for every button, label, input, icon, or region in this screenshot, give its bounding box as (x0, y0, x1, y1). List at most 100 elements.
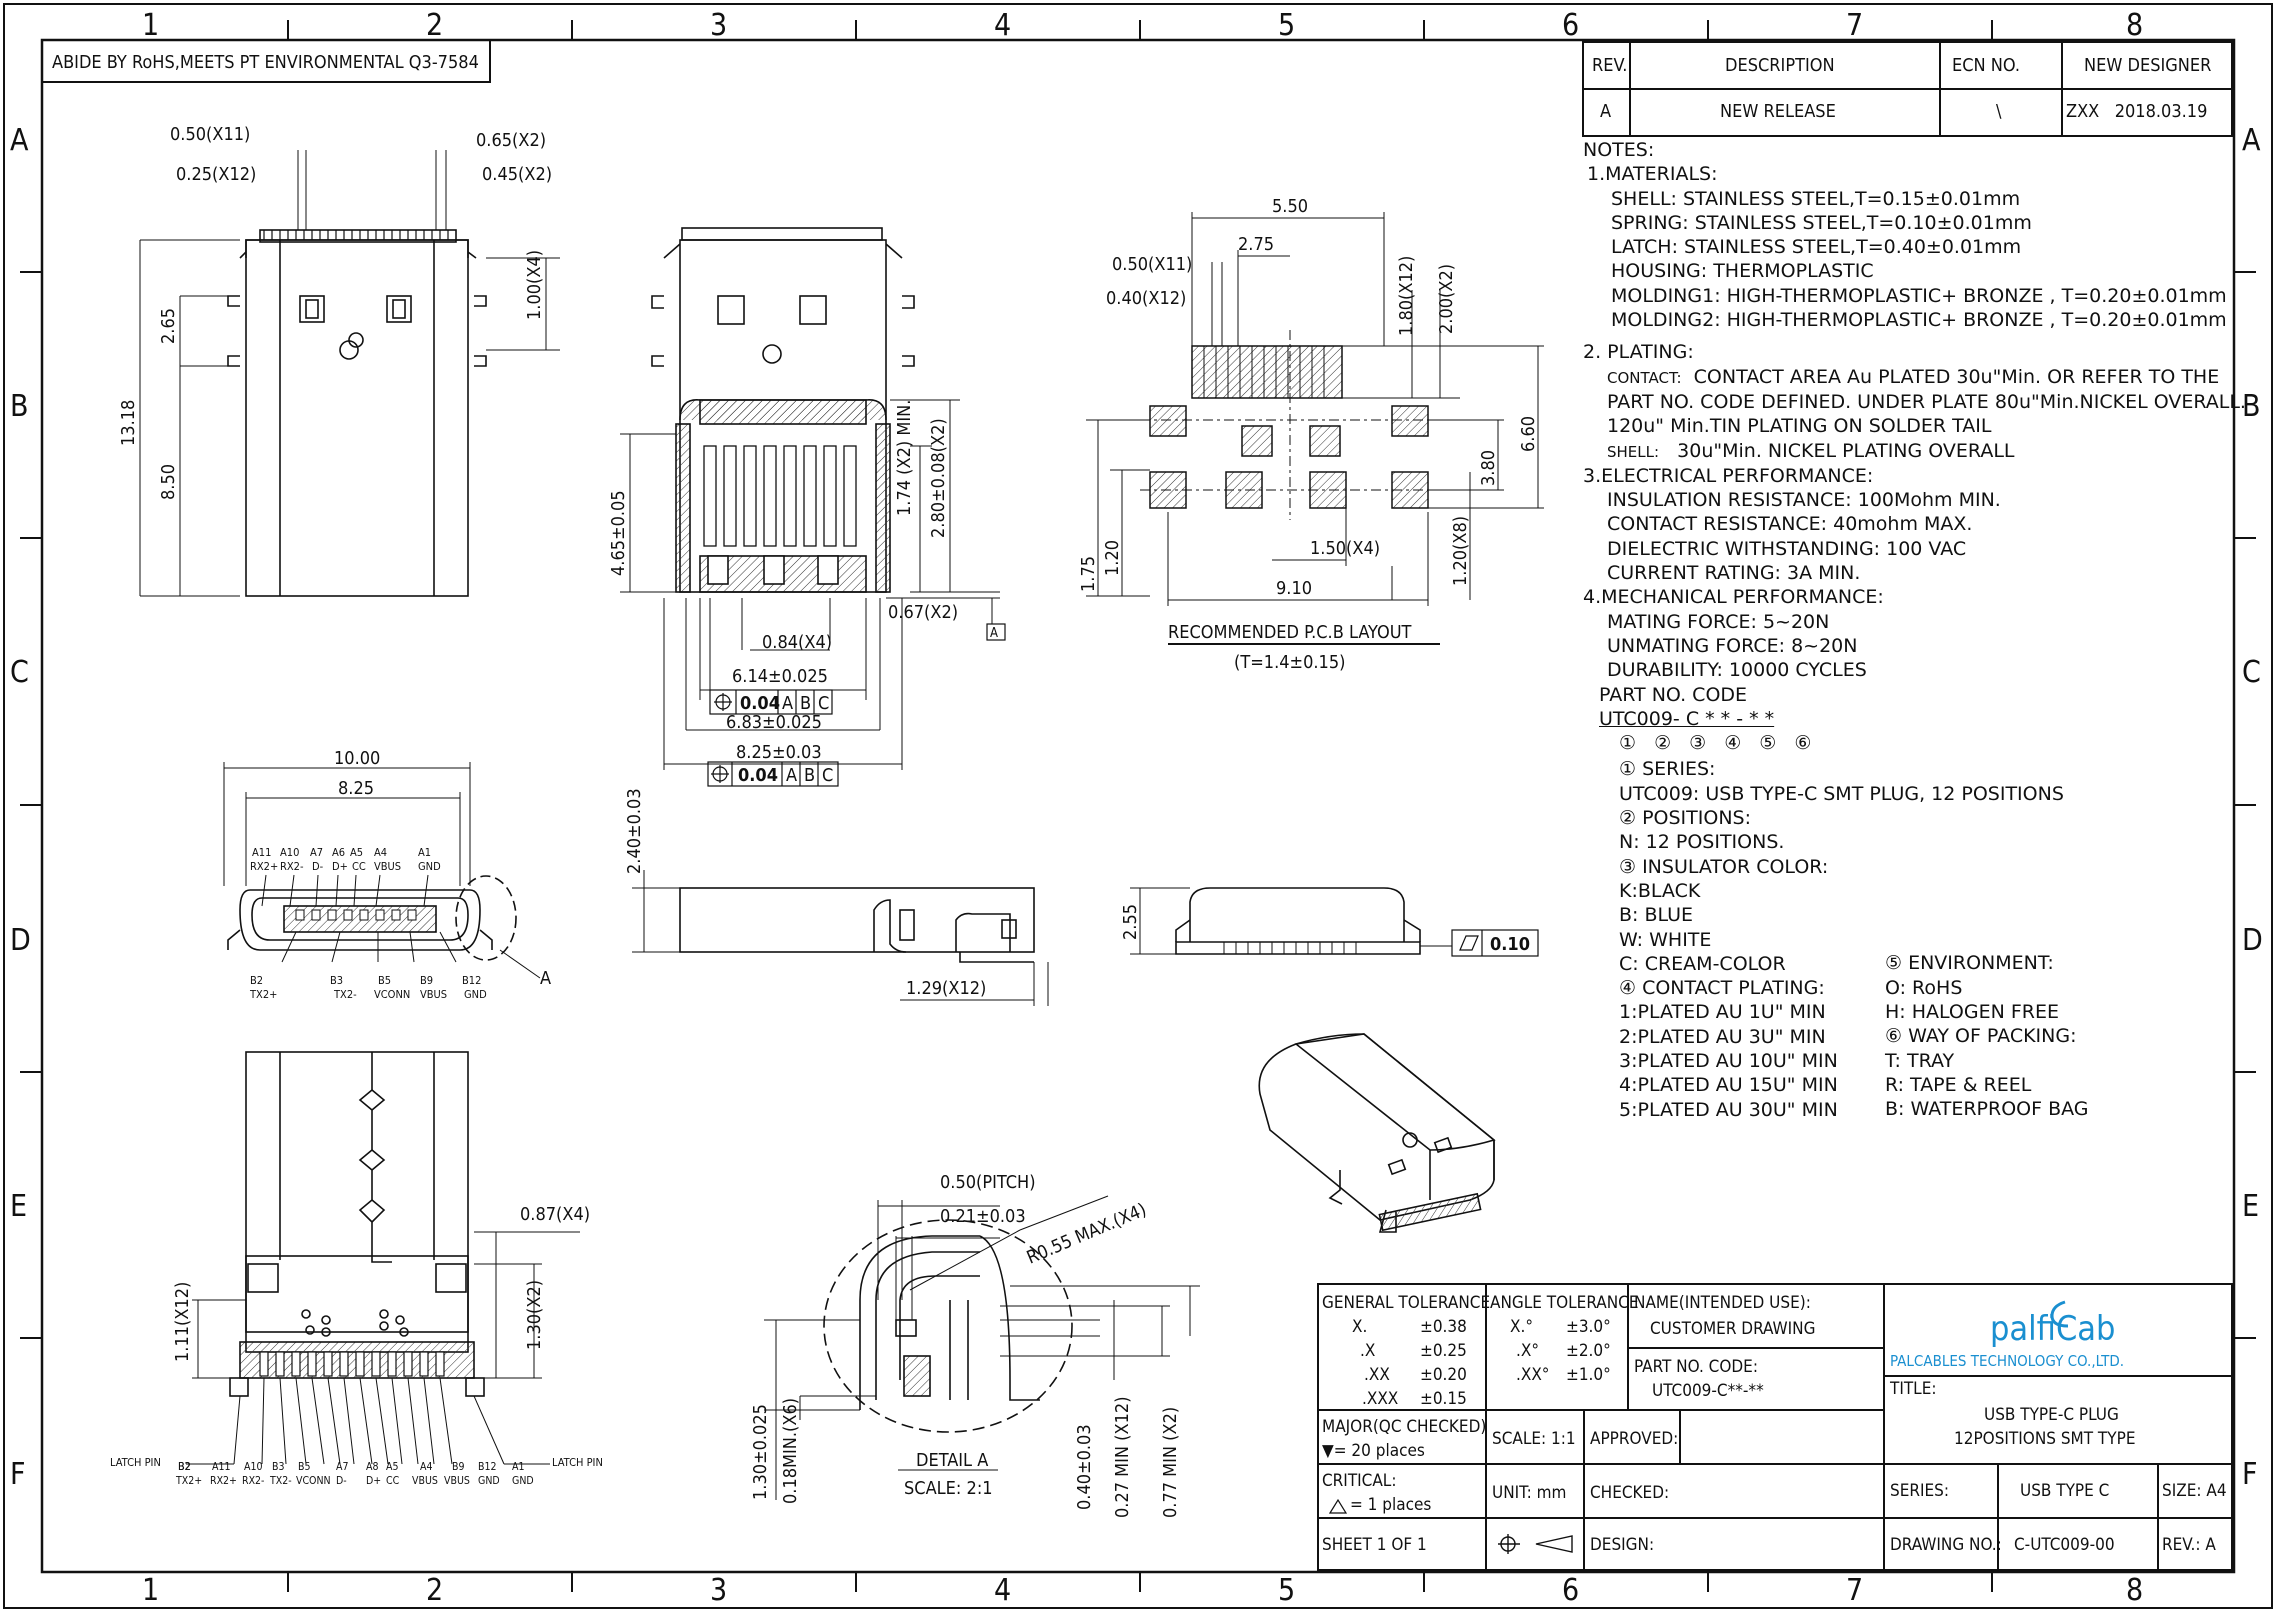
zone-col-2: 2 (426, 8, 443, 43)
pcb-layout (1140, 330, 1450, 520)
plating-contact-text: CONTACT AREA Au PLATED 30u"Min. OR REFER… (1693, 365, 2220, 388)
drawing-no-value: C-UTC009-00 (2014, 1535, 2115, 1555)
bottom-sig-vbus1: VBUS (412, 1475, 438, 1487)
bottom-sig-rx2p: RX2+ (210, 1475, 237, 1487)
bottom-sig-gnd2: GND (512, 1475, 534, 1487)
plating-line: 120u" Min.TIN PLATING ON SOLDER TAIL (1607, 415, 1992, 438)
bottom-pin-b3: B3 (272, 1461, 285, 1473)
bottom-sig-rx2n: RX2- (242, 1475, 264, 1487)
part-label: PART NO. CODE: (1634, 1357, 1758, 1377)
electrical-line: CONTACT RESISTANCE: 40mohm MAX. (1607, 513, 1973, 536)
option-line: 3:PLATED AU 10U" MIN (1619, 1049, 1838, 1072)
side-view (679, 887, 1035, 963)
dim-cut-0-67: 0.67(X2) (888, 602, 958, 623)
option-line: H: HALOGEN FREE (1885, 1001, 2059, 1024)
zone-col-4-bottom: 4 (994, 1573, 1011, 1608)
bottom-sig-dp: D+ (366, 1475, 381, 1487)
front-sig-cc: CC (352, 860, 366, 873)
pcb-layout-title: RECOMMENDED P.C.B LAYOUT (1168, 622, 1412, 643)
bottom-pin-a10: A10 (244, 1461, 262, 1473)
part-value: UTC009-C**-** (1652, 1381, 1764, 1401)
plating-contact-line: CONTACT: CONTACT AREA Au PLATED 30u"Min.… (1583, 365, 2233, 390)
front-pin-b3: B3 (330, 974, 343, 987)
front-sig-dp: D+ (332, 860, 348, 873)
dim-detail-0-77: 0.77 MIN (X2) (1160, 1407, 1181, 1518)
detail-scale: SCALE: 2:1 (904, 1478, 993, 1499)
option-line: 2:PLATED AU 3U" MIN (1619, 1025, 1826, 1048)
dim-detail-0-21: 0.21±0.03 (940, 1206, 1026, 1227)
design-label: DESIGN: (1590, 1535, 1654, 1555)
isometric-view (1258, 1033, 1496, 1233)
zone-col-4: 4 (994, 8, 1011, 43)
fcf2-tolerance: 0.04 (738, 765, 778, 786)
plating-heading: 2. PLATING: (1583, 341, 1694, 364)
latch-pin-left: LATCH PIN (110, 1456, 161, 1469)
front-pin-b9: B9 (420, 974, 433, 987)
fcf2-datum-c: C (822, 765, 833, 786)
notes-block: NOTES: 1.MATERIALS: SHELL: STAINLESS STE… (1583, 138, 2246, 1122)
dim-pcb-1-75: 1.75 (1078, 556, 1099, 592)
plating-shell-line: SHELL: 30u"Min. NICKEL PLATING OVERALL (1583, 439, 2233, 464)
gt-row4-key: .XXX (1362, 1389, 1398, 1409)
materials-line: MOLDING1: HIGH-THERMOPLASTIC+ BRONZE , T… (1611, 284, 2227, 307)
fcf2-datum-b: B (804, 765, 815, 786)
unit-label: UNIT: mm (1492, 1483, 1566, 1503)
series-value: USB TYPE C (2020, 1481, 2109, 1501)
dim-pcb-5-50: 5.50 (1272, 196, 1308, 217)
critical-label: CRITICAL: (1322, 1471, 1396, 1491)
plating-shell-label: SHELL: (1607, 442, 1660, 461)
bottom-sig-vconn: VCONN (296, 1475, 331, 1487)
zone-col-5-bottom: 5 (1278, 1573, 1295, 1608)
bottom-pin-a7: A7 (336, 1461, 348, 1473)
front-sig-vconn: VCONN (374, 988, 410, 1001)
dim-bottom-1-30: 1.30(X2) (524, 1280, 545, 1350)
dim-side-1-29: 1.29(X12) (906, 978, 986, 999)
zone-col-7-bottom: 7 (1846, 1573, 1863, 1608)
zone-col-6-bottom: 6 (1562, 1573, 1579, 1608)
materials-line: HOUSING: THERMOPLASTIC (1611, 260, 1874, 283)
angle-tolerance-title: ANGLE TOLERANCE (1490, 1293, 1639, 1313)
fcf2-datum-a: A (786, 765, 797, 786)
option-line: ① SERIES: (1619, 758, 1716, 781)
designer-header: NEW DESIGNER (2084, 55, 2211, 76)
dim-top-8-50: 8.50 (158, 464, 179, 500)
electrical-heading: 3.ELECTRICAL PERFORMANCE: (1583, 464, 1874, 487)
plating-shell-text: 30u"Min. NICKEL PLATING OVERALL (1677, 439, 2015, 462)
zone-col-7: 7 (1846, 8, 1863, 43)
at-row3-val: ±1.0° (1566, 1365, 1611, 1385)
front-sig-tx2n: TX2- (333, 988, 357, 1001)
option-line: N: 12 POSITIONS. (1619, 831, 1785, 854)
zone-row-c-right: C (2242, 655, 2261, 690)
option-line: ③ INSULATOR COLOR: (1619, 855, 1829, 878)
dim-detail-0-50: 0.50(PITCH) (940, 1172, 1036, 1193)
bottom-sig-tx2n: TX2- (269, 1475, 292, 1487)
option-line: K:BLACK (1619, 879, 1701, 902)
front-pin-a1: A1 (418, 846, 431, 859)
detail-ref-label: A (540, 968, 551, 989)
flatness-fcf (1451, 929, 1539, 957)
gt-row2-val: ±0.25 (1420, 1341, 1467, 1361)
zone-row-c: C (10, 655, 29, 690)
zone-col-2-bottom: 2 (426, 1573, 443, 1608)
part-code-heading: PART NO. CODE (1599, 683, 1748, 706)
drawing-no-label: DRAWING NO.: (1890, 1535, 2002, 1555)
bottom-pin-b2-label: B2 (178, 1461, 191, 1473)
top-view (227, 229, 487, 597)
title-block (1317, 1283, 2233, 1571)
dim-pcb-0-50: 0.50(X11) (1112, 254, 1192, 275)
checked-label: CHECKED: (1590, 1483, 1669, 1503)
dim-top-0-50: 0.50(X11) (170, 124, 250, 145)
mechanical-line: UNMATING FORCE: 8~20N (1607, 634, 1858, 657)
materials-line: MOLDING2: HIGH-THERMOPLASTIC+ BRONZE , T… (1611, 309, 2227, 332)
cutaway-view (651, 227, 915, 593)
dim-side2-2-55: 2.55 (1120, 904, 1141, 940)
option-line: ② POSITIONS: (1619, 807, 1751, 830)
dim-pcb-2-00: 2.00(X2) (1436, 264, 1457, 334)
part-code-markers: ① ② ③ ④ ⑤ ⑥ (1619, 732, 1818, 755)
bottom-sig-vbus2: VBUS (444, 1475, 470, 1487)
zone-col-1-bottom: 1 (142, 1573, 159, 1608)
option-line: B: BLUE (1619, 904, 1694, 927)
zone-col-5: 5 (1278, 8, 1295, 43)
gt-row3-key: .XX (1364, 1365, 1390, 1385)
